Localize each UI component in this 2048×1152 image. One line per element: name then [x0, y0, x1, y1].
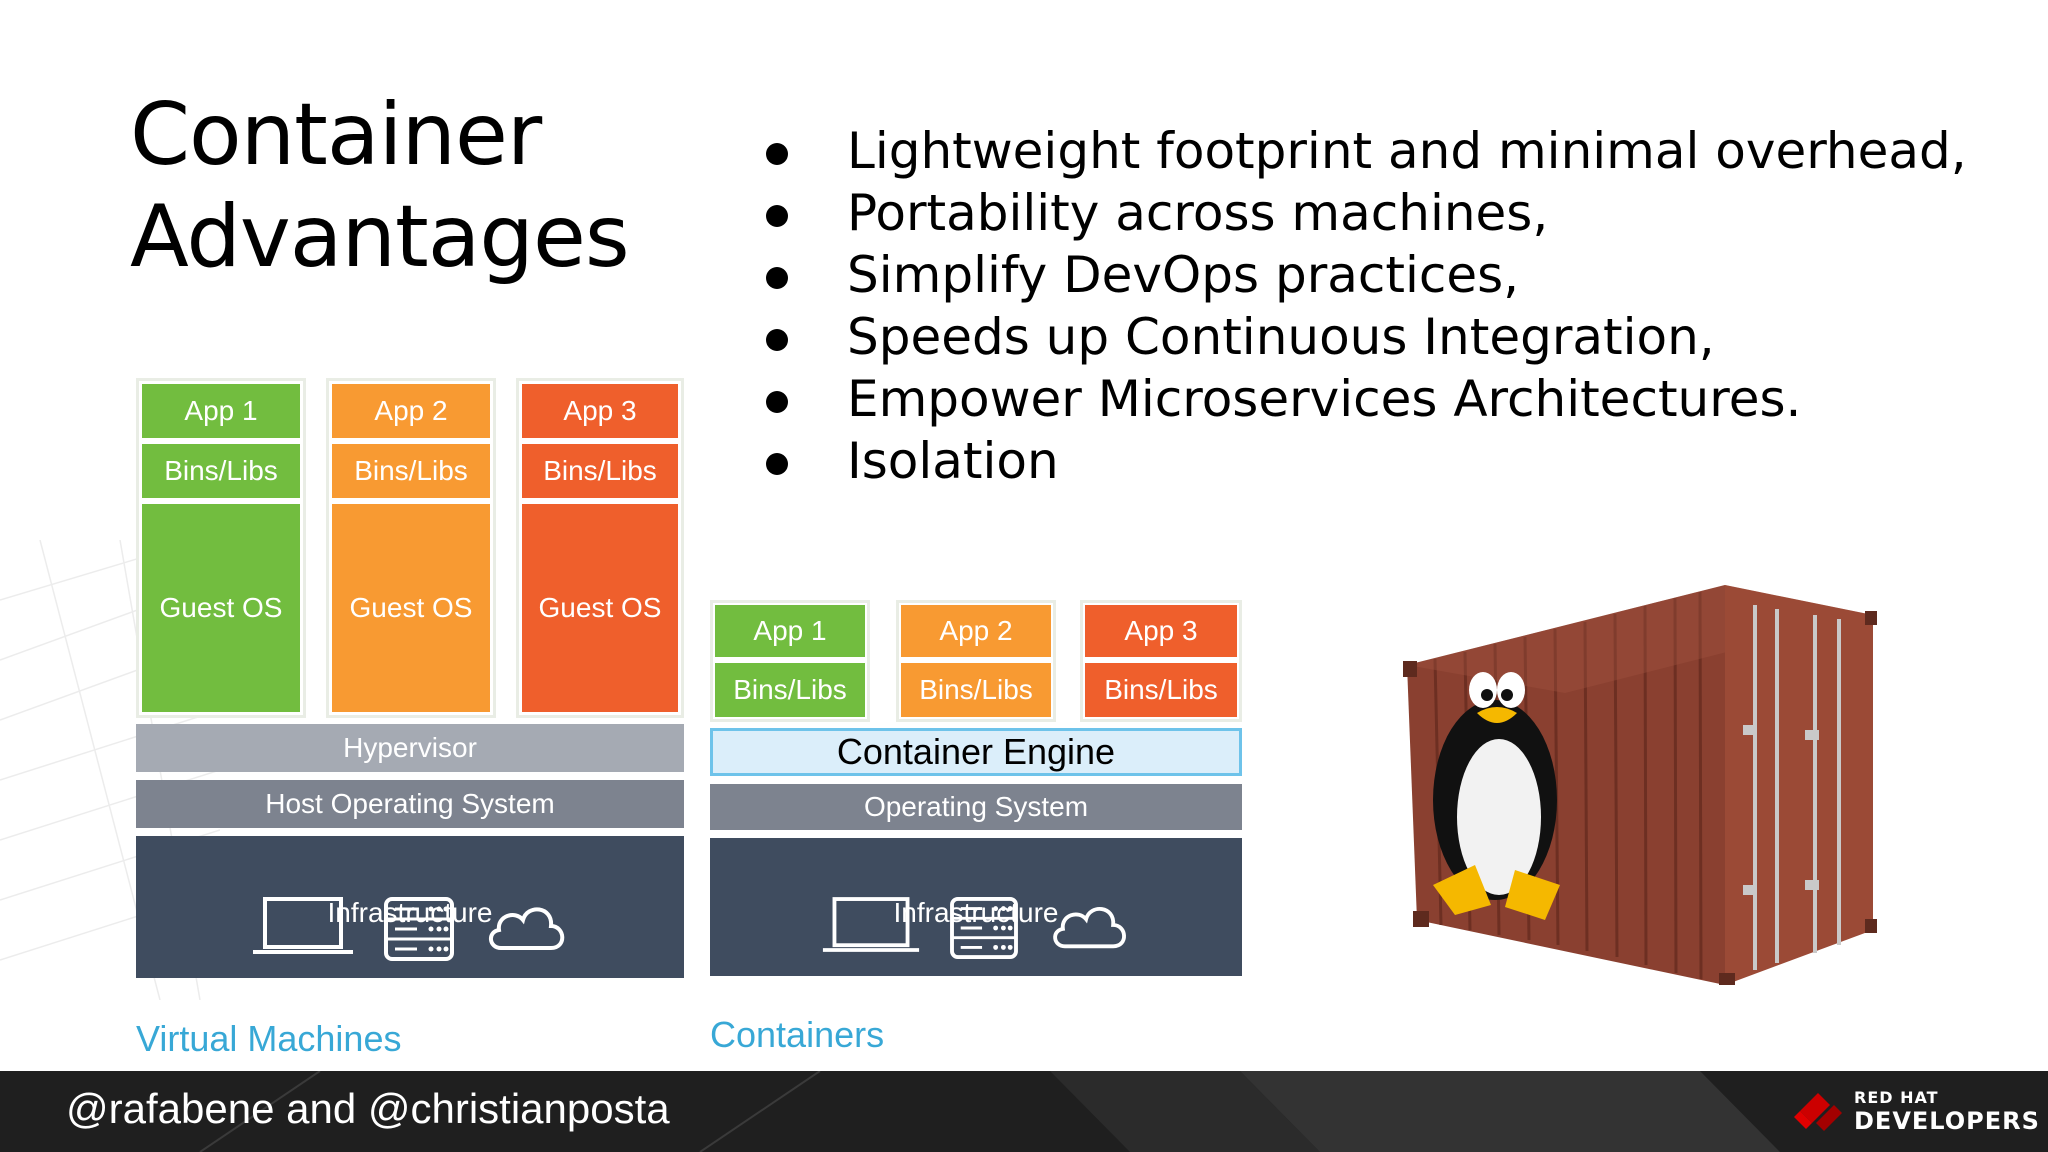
- vm-app-2: App 2: [332, 384, 490, 438]
- list-item: Simplify DevOps practices,: [762, 244, 2012, 306]
- infrastructure-icons: [136, 896, 684, 962]
- bullet-icon: [766, 391, 788, 413]
- os-layer: Operating System: [710, 784, 1242, 830]
- footer-bar: @rafabene and @christianposta RED HAT DE…: [0, 1071, 2048, 1152]
- tux-penguin-icon: [1433, 672, 1560, 920]
- title-line-1: Container: [130, 85, 542, 185]
- bullet-text: Lightweight footprint and minimal overhe…: [847, 122, 1967, 180]
- laptop-icon: [253, 897, 353, 954]
- container-engine-layer: Container Engine: [710, 728, 1242, 776]
- bullet-text: Simplify DevOps practices,: [847, 246, 1520, 304]
- ct-libs-1: Bins/Libs: [715, 663, 865, 717]
- containers-caption: Containers: [710, 1014, 885, 1055]
- bullet-text: Isolation: [847, 432, 1059, 490]
- bullet-icon: [766, 205, 788, 227]
- host-os-layer: Host Operating System: [136, 780, 684, 828]
- bullet-text: Speeds up Continuous Integration,: [847, 308, 1715, 366]
- ct-libs-2: Bins/Libs: [901, 663, 1051, 717]
- slide-title: Container Advantages: [130, 84, 730, 288]
- logo-line-1: RED HAT: [1854, 1088, 1939, 1107]
- server-icon: [950, 896, 1018, 960]
- hypervisor-layer: Hypervisor: [136, 724, 684, 772]
- vm-caption: Virtual Machines: [136, 1018, 402, 1059]
- list-item: Isolation: [762, 430, 2012, 492]
- vm-app-1: App 1: [142, 384, 300, 438]
- ct-app-1: App 1: [715, 605, 865, 657]
- vm-diagram: App 1 Bins/Libs Guest OS App 2 Bins/Libs…: [136, 378, 684, 1059]
- list-item: Empower Microservices Architectures.: [762, 368, 2012, 430]
- ct-libs-3: Bins/Libs: [1085, 663, 1237, 717]
- ct-app-2: App 2: [901, 605, 1051, 657]
- shipping-container: [1403, 585, 1877, 985]
- vm-libs-3: Bins/Libs: [522, 444, 678, 498]
- infrastructure-icons: [710, 896, 1242, 960]
- logo-text: RED HAT DEVELOPERS: [1854, 1088, 2040, 1134]
- list-item: Lightweight footprint and minimal overhe…: [762, 120, 2012, 182]
- bullet-text: Empower Microservices Architectures.: [847, 370, 1802, 428]
- bullet-icon: [766, 329, 788, 351]
- infrastructure-label: Infrastructure: [327, 897, 493, 928]
- cloud-icon: [1053, 907, 1126, 949]
- vm-libs-1: Bins/Libs: [142, 444, 300, 498]
- ct-app-3: App 3: [1085, 605, 1237, 657]
- vm-guest-os-3: Guest OS: [522, 504, 678, 712]
- list-item: Speeds up Continuous Integration,: [762, 306, 2012, 368]
- bullet-text: Portability across machines,: [847, 184, 1549, 242]
- logo-line-2: DEVELOPERS: [1854, 1107, 2040, 1135]
- bullet-icon: [766, 453, 788, 475]
- bullet-icon: [766, 143, 788, 165]
- containers-diagram: App 1 Bins/Libs App 2 Bins/Libs App 3 Bi…: [710, 600, 1242, 1055]
- vm-libs-2: Bins/Libs: [332, 444, 490, 498]
- speaker-handles: @rafabene and @christianposta: [66, 1085, 670, 1132]
- footer-stripes: [199, 1071, 1780, 1152]
- vm-app-3: App 3: [522, 384, 678, 438]
- vm-guest-os-2: Guest OS: [332, 504, 490, 712]
- list-item: Portability across machines,: [762, 182, 2012, 244]
- bullet-icon: [766, 267, 788, 289]
- red-hat-developers-logo: RED HAT DEVELOPERS: [1790, 1083, 2039, 1141]
- cloud-icon: [489, 907, 565, 950]
- server-icon: [384, 897, 454, 961]
- laptop-icon: [822, 897, 920, 952]
- vm-guest-os-1: Guest OS: [142, 504, 300, 712]
- infrastructure-label: Infrastructure: [893, 897, 1059, 928]
- advantages-list: Lightweight footprint and minimal overhe…: [762, 120, 2012, 492]
- title-line-2: Advantages: [130, 187, 630, 287]
- ct-infrastructure-layer: Infrastructure: [710, 838, 1242, 976]
- red-hat-logo-icon: [1794, 1093, 1842, 1131]
- vm-infrastructure-layer: Infrastructure: [136, 836, 684, 978]
